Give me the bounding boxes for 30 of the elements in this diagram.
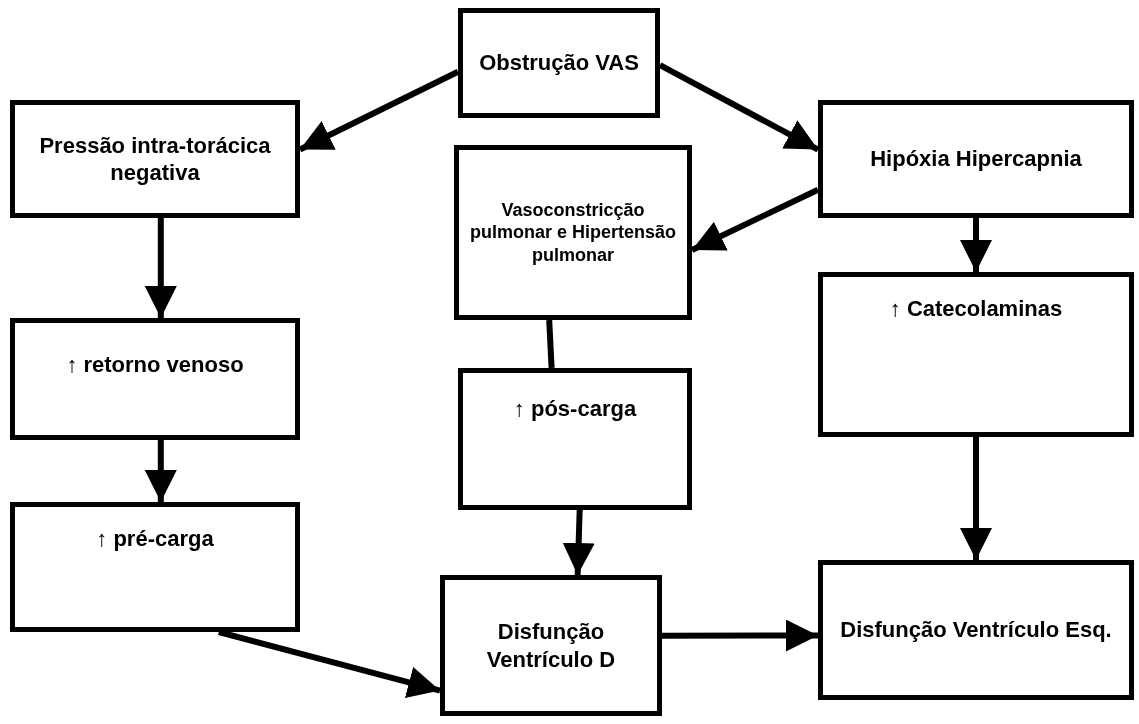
arrow [298,69,460,153]
process-box [458,368,692,510]
arrow [960,437,992,560]
box-label: ↑ retorno venoso [66,351,244,379]
arrow [690,186,820,253]
box-label: Hipóxia Hipercapnia [870,145,1082,173]
process-box [818,100,1134,218]
process-box [440,575,662,716]
arrow [144,218,177,318]
process-box [818,272,1134,437]
arrow [960,218,992,272]
box-label: Disfunção Ventrículo D [485,618,617,673]
connector-line [546,319,555,369]
box-label: Obstrução VAS [479,49,639,77]
arrow [662,619,818,652]
box-label: ↑ Catecolaminas [889,295,1063,323]
box-label: Pressão intra-torácica negativa [38,131,272,187]
process-box [454,145,692,320]
process-box [818,560,1134,700]
box-label: Disfunção Ventrículo Esq. [840,616,1112,644]
process-box [458,8,660,118]
arrow [144,440,177,502]
box-label: ↑ pré-carga [96,525,214,553]
process-box [10,318,300,440]
box-label: Vasoconstricção pulmonar e Hipertensão pulmonar [468,198,677,267]
arrow [562,509,595,576]
process-box [10,100,300,218]
arrow [658,62,820,153]
process-box [10,502,300,632]
box-label: ↑ pós-carga [513,395,637,423]
